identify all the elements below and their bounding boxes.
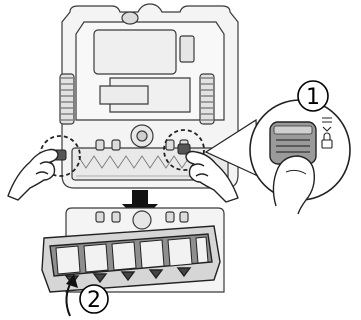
svg-text:2: 2 [87,288,101,313]
pressing-finger [273,156,314,214]
left-wheel [60,74,74,124]
step-2-label: 2 [80,285,108,313]
svg-text:1: 1 [306,85,320,110]
step-1-label: 1 [298,81,328,111]
right-wheel [200,74,214,124]
left-hand [8,150,58,201]
